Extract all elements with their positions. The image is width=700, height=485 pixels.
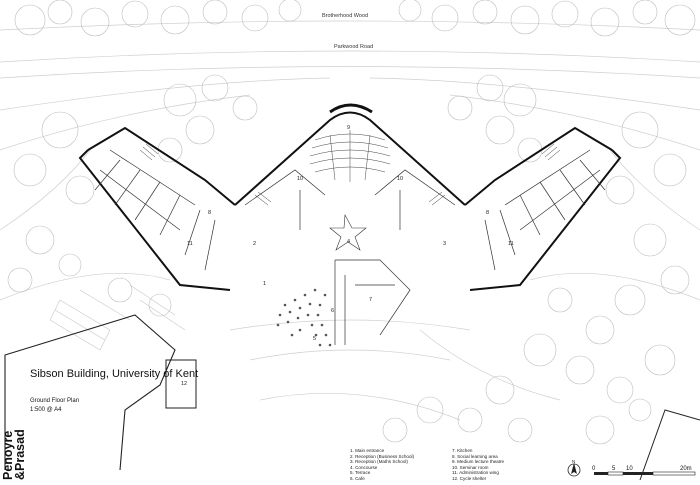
cafe-tables	[276, 288, 332, 347]
room-label-5: 5	[313, 336, 317, 342]
legend-item: 10. Seminar room	[452, 464, 489, 470]
cycle-shelter	[165, 359, 197, 409]
room-label-8-right: 8	[486, 210, 490, 216]
road-label-south: Parkwood Road	[334, 44, 374, 50]
practice-logo: Penoyre &Prasad	[1, 360, 28, 480]
north-arrow-label: N	[572, 459, 576, 464]
existing-building-left	[4, 314, 176, 471]
building-outline	[78, 111, 622, 291]
stairs	[139, 143, 561, 206]
room-label-8-left: 8	[208, 210, 212, 216]
room-label-10-left: 10	[297, 176, 304, 182]
room-label-2: 2	[253, 241, 257, 247]
parking-bays	[49, 284, 186, 351]
logo-line-2: &Prasad	[13, 429, 27, 480]
existing-building-right	[639, 409, 700, 481]
legend-item: 9. Medium lecture theatre	[452, 459, 505, 465]
legend-item: 8. Social learning area	[452, 453, 498, 459]
site-contours	[0, 20, 700, 421]
room-label-4: 4	[347, 239, 351, 245]
legend-item: 7. Kitchen	[452, 448, 473, 453]
north-arrow-symbol	[567, 463, 581, 477]
room-label-11-left: 11	[187, 241, 193, 247]
legend-item: 4. Concourse	[350, 464, 378, 470]
room-label-3: 3	[443, 241, 447, 247]
theatre-roof-arc	[329, 103, 373, 114]
room-label-12: 12	[181, 381, 188, 387]
legend-item: 3. Reception (Maths School)	[350, 459, 408, 465]
drawing-title: Sibson Building, University of Kent	[30, 368, 199, 380]
legend-item: 12. Cycle shelter	[452, 475, 487, 481]
room-label-7: 7	[369, 297, 373, 303]
road-label-north: Brotherhood Wood	[322, 13, 369, 19]
concourse-feature	[329, 213, 367, 251]
scale-bar-graphic	[594, 471, 696, 476]
scale-label-5: 5	[612, 466, 616, 472]
room-label-6: 6	[331, 308, 335, 314]
legend-item: 1. Main entrance	[350, 448, 385, 453]
legend-column-right: 7. Kitchen 8. Social learning area 9. Me…	[452, 448, 504, 482]
legend-item: 5. Terrace	[350, 470, 371, 476]
lecture-theatre-seating	[309, 130, 391, 182]
room-label-11-right: 11	[508, 241, 514, 247]
scale-label-0: 0	[592, 466, 596, 472]
legend-column-left: 1. Main entrance 2. Reception (Business …	[350, 448, 414, 482]
drawing-subtitle: Ground Floor Plan	[30, 398, 80, 404]
legend-item: 2. Reception (Business School)	[350, 453, 415, 459]
legend-item: 11. Administration wing	[452, 470, 499, 476]
interior-walls	[94, 149, 606, 345]
room-label-1: 1	[263, 281, 267, 287]
drawing-scale: 1:500 @ A4	[30, 407, 62, 413]
scale-label-20m: 20m	[680, 466, 692, 472]
scale-label-10: 10	[626, 466, 633, 472]
room-label-9: 9	[347, 125, 351, 131]
room-label-10-right: 10	[397, 176, 404, 182]
legend-item: 6. Cafe	[350, 475, 365, 481]
